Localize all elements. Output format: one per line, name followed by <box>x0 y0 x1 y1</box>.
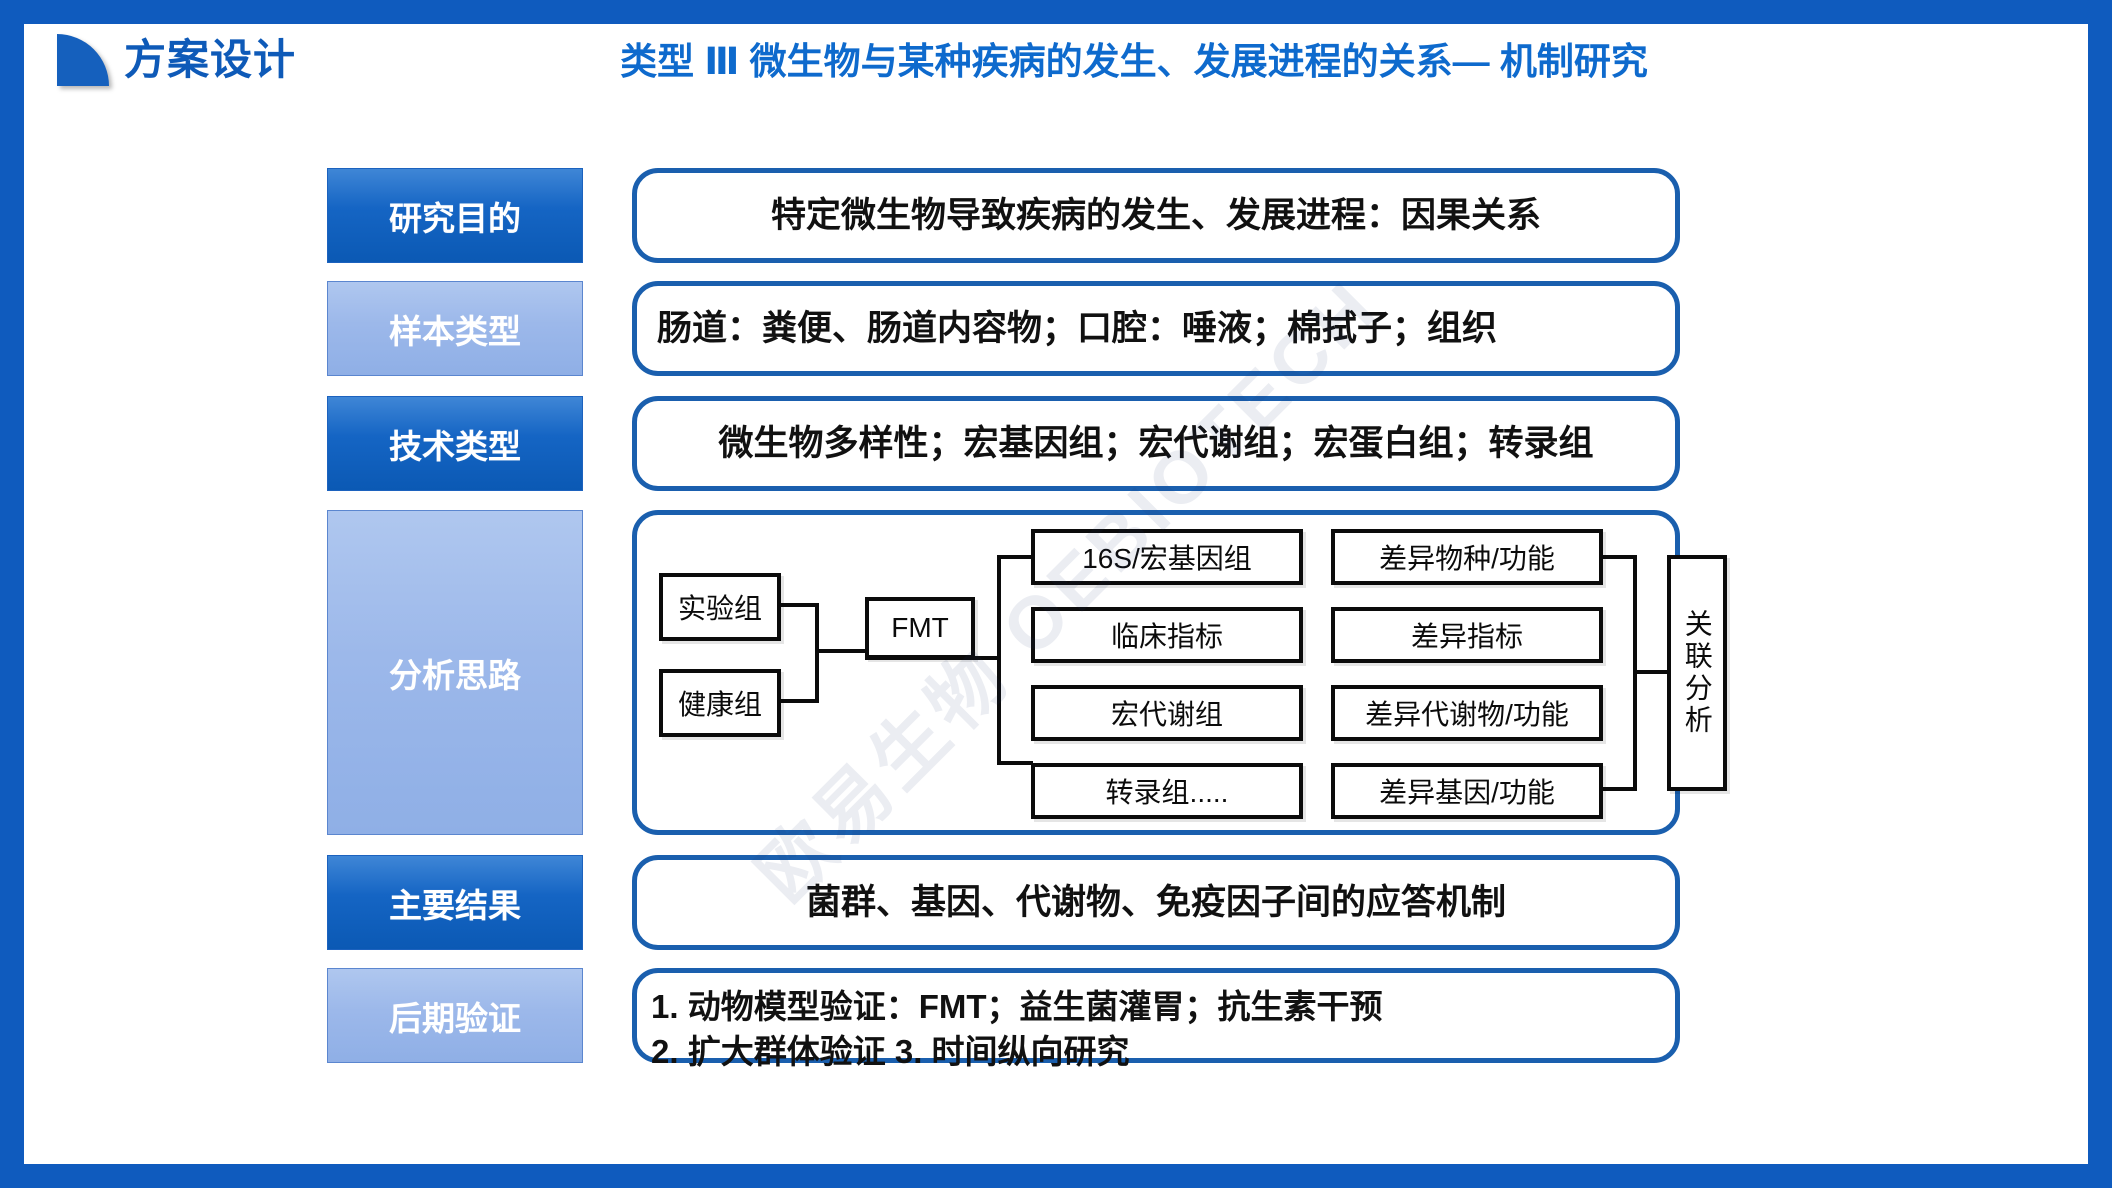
connector-line <box>781 603 819 607</box>
slide-canvas: 方案设计 类型 Ⅲ 微生物与某种疾病的发生、发展进程的关系— 机制研究 研究目的… <box>24 24 2088 1164</box>
flow-node-transcriptome: 转录组..... <box>1031 763 1303 819</box>
connector-line <box>1599 787 1637 791</box>
row-content-lines: 1. 动物模型验证：FMT；益生菌灌胃；抗生素干预 2. 扩大群体验证 3. 时… <box>637 973 1675 1070</box>
connector-line <box>1599 555 1637 559</box>
row-label-text: 主要结果 <box>389 886 521 924</box>
row-content-followup-validation: 1. 动物模型验证：FMT；益生菌灌胃；抗生素干预 2. 扩大群体验证 3. 时… <box>632 968 1680 1070</box>
slide-header: 方案设计 类型 Ⅲ 微生物与某种疾病的发生、发展进程的关系— 机制研究 <box>24 24 2088 112</box>
quarter-circle-logo-icon <box>57 34 109 86</box>
flow-node-diff-species-function: 差异物种/功能 <box>1331 529 1603 585</box>
connector-line <box>815 603 819 703</box>
row-content-text: 肠道：粪便、肠道内容物；口腔：唾液；棉拭子；组织 <box>657 308 1498 348</box>
flow-node-clinical-index: 临床指标 <box>1031 607 1303 663</box>
row-label-main-results: 主要结果 <box>327 855 583 950</box>
flow-node-correlation-analysis: 关联分析 <box>1667 555 1727 791</box>
row-content-research-purpose: 特定微生物导致疾病的发生、发展进程：因果关系 <box>632 168 1680 263</box>
flow-node-experiment-group: 实验组 <box>659 573 781 641</box>
row-content-technology-type: 微生物多样性；宏基因组；宏代谢组；宏蛋白组；转录组 <box>632 396 1680 491</box>
row-content-analysis-workflow: 实验组 健康组 FMT 16S/宏基因组 临床指标 宏代谢组 <box>632 510 1727 835</box>
flow-node-fmt: FMT <box>865 597 975 659</box>
row-content-sample-type: 肠道：粪便、肠道内容物；口腔：唾液；棉拭子；组织 <box>632 281 1680 376</box>
flow-node-metametabolome: 宏代谢组 <box>1031 685 1303 741</box>
row-content-main-results: 菌群、基因、代谢物、免疫因子间的应答机制 <box>632 855 1680 950</box>
row-label-research-purpose: 研究目的 <box>327 168 583 263</box>
flow-node-diff-index: 差异指标 <box>1331 607 1603 663</box>
row-label-technology-type: 技术类型 <box>327 396 583 491</box>
connector-line <box>781 699 819 703</box>
connector-line <box>865 656 1001 660</box>
row-label-followup-validation: 后期验证 <box>327 968 583 1063</box>
analysis-flow-diagram: 实验组 健康组 FMT 16S/宏基因组 临床指标 宏代谢组 <box>637 515 1727 830</box>
validation-line-2: 2. 扩大群体验证 3. 时间纵向研究 <box>651 1032 1130 1070</box>
row-label-text: 研究目的 <box>389 199 521 237</box>
row-label-sample-type: 样本类型 <box>327 281 583 376</box>
flow-node-diff-gene-function: 差异基因/功能 <box>1331 763 1603 819</box>
logo-text: 方案设计 <box>124 36 297 83</box>
connector-line <box>997 555 1033 559</box>
validation-line-1: 1. 动物模型验证：FMT；益生菌灌胃；抗生素干预 <box>651 988 1383 1025</box>
flow-node-health-group: 健康组 <box>659 669 781 737</box>
connector-line <box>1633 670 1671 674</box>
connector-line <box>815 649 865 653</box>
row-label-text: 技术类型 <box>389 427 521 465</box>
page-title: 类型 Ⅲ 微生物与某种疾病的发生、发展进程的关系— 机制研究 <box>620 41 1648 82</box>
connector-line <box>997 555 1001 765</box>
row-label-text: 后期验证 <box>389 999 521 1037</box>
row-content-text: 微生物多样性；宏基因组；宏代谢组；宏蛋白组；转录组 <box>718 423 1594 463</box>
flow-node-16s-metagenome: 16S/宏基因组 <box>1031 529 1303 585</box>
connector-line <box>997 761 1033 765</box>
row-label-analysis-workflow: 分析思路 <box>327 510 583 835</box>
flow-node-diff-metabolite-function: 差异代谢物/功能 <box>1331 685 1603 741</box>
row-content-text: 特定微生物导致疾病的发生、发展进程：因果关系 <box>770 195 1541 235</box>
row-label-text: 分析思路 <box>389 656 521 694</box>
row-content-text: 菌群、基因、代谢物、免疫因子间的应答机制 <box>805 882 1506 922</box>
row-label-text: 样本类型 <box>389 312 521 350</box>
